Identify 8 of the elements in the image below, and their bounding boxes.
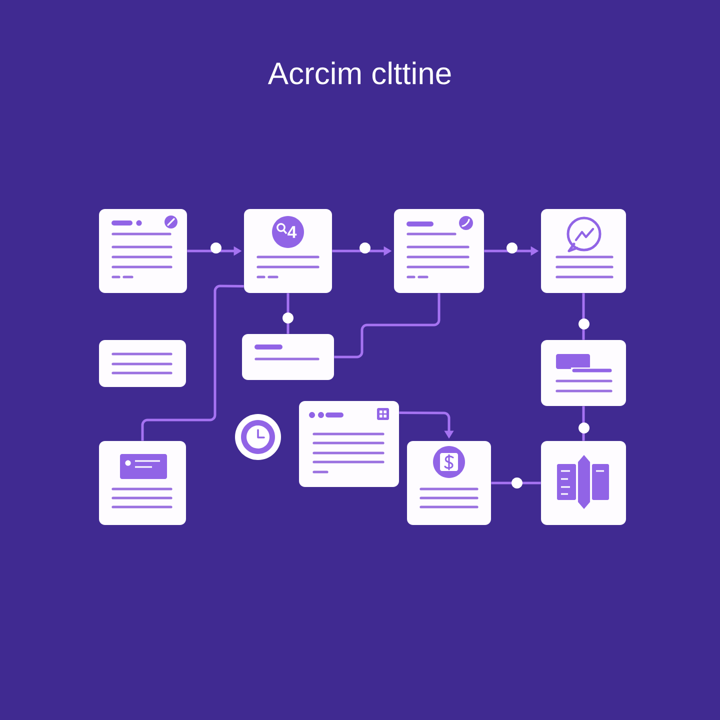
title: Acrcim clttine bbox=[268, 62, 451, 84]
number-badge: 4 bbox=[272, 216, 304, 248]
connector bbox=[582, 406, 585, 441]
connector bbox=[286, 293, 290, 334]
connector bbox=[334, 293, 440, 358]
connector bbox=[491, 482, 541, 484]
connector bbox=[582, 293, 585, 340]
connector bbox=[141, 284, 244, 441]
